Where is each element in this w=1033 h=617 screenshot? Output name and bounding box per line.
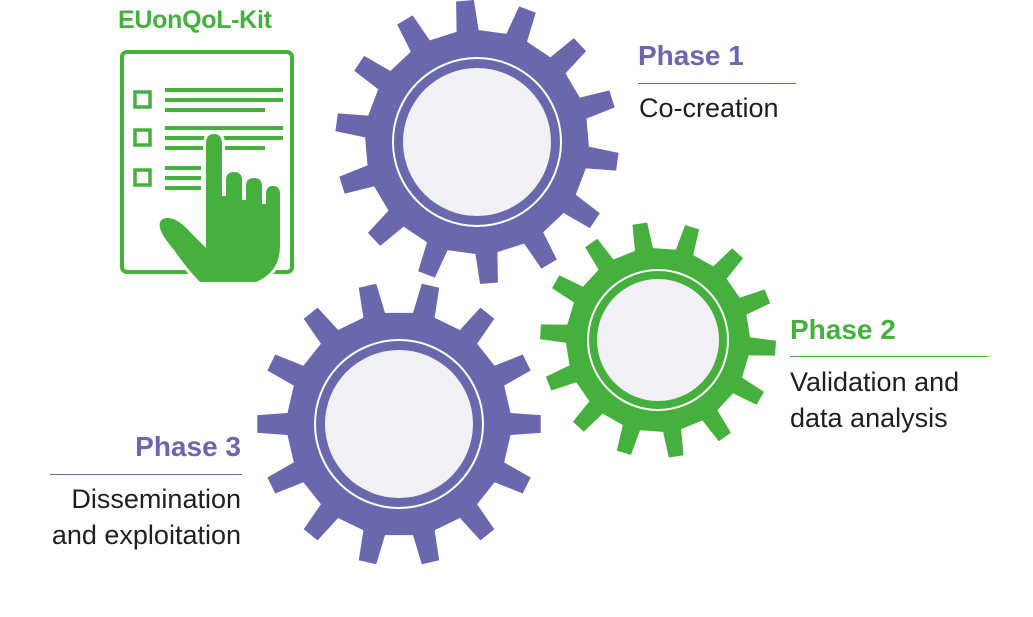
phase-2-gear (540, 222, 776, 458)
phase-2-divider (790, 356, 988, 357)
phase-1-title: Phase 1 (638, 40, 744, 71)
phase-3-divider (50, 474, 242, 475)
phase-3-line-2: and exploitation (51, 520, 241, 550)
phase-1-line-1: Co-creation (639, 93, 779, 123)
phase-2-description: Validation and data analysis (790, 364, 959, 436)
phase-2-title: Phase 2 (790, 314, 896, 345)
phase-3-line-1: Dissemination (71, 484, 241, 514)
phase-2-line-1: Validation and (790, 367, 960, 397)
phase-1-gear (335, 0, 619, 284)
phase-3-gear (257, 283, 541, 565)
checklist-hand-icon (120, 50, 294, 285)
phase-3-title: Phase 3 (135, 431, 241, 462)
phase-3-description: Dissemination and exploitation (52, 481, 241, 553)
phase-1-description: Co-creation (639, 90, 779, 126)
phase-1-divider (638, 83, 796, 84)
phase-2-line-2: data analysis (790, 403, 948, 433)
kit-title: EUonQoL-Kit (118, 6, 272, 34)
